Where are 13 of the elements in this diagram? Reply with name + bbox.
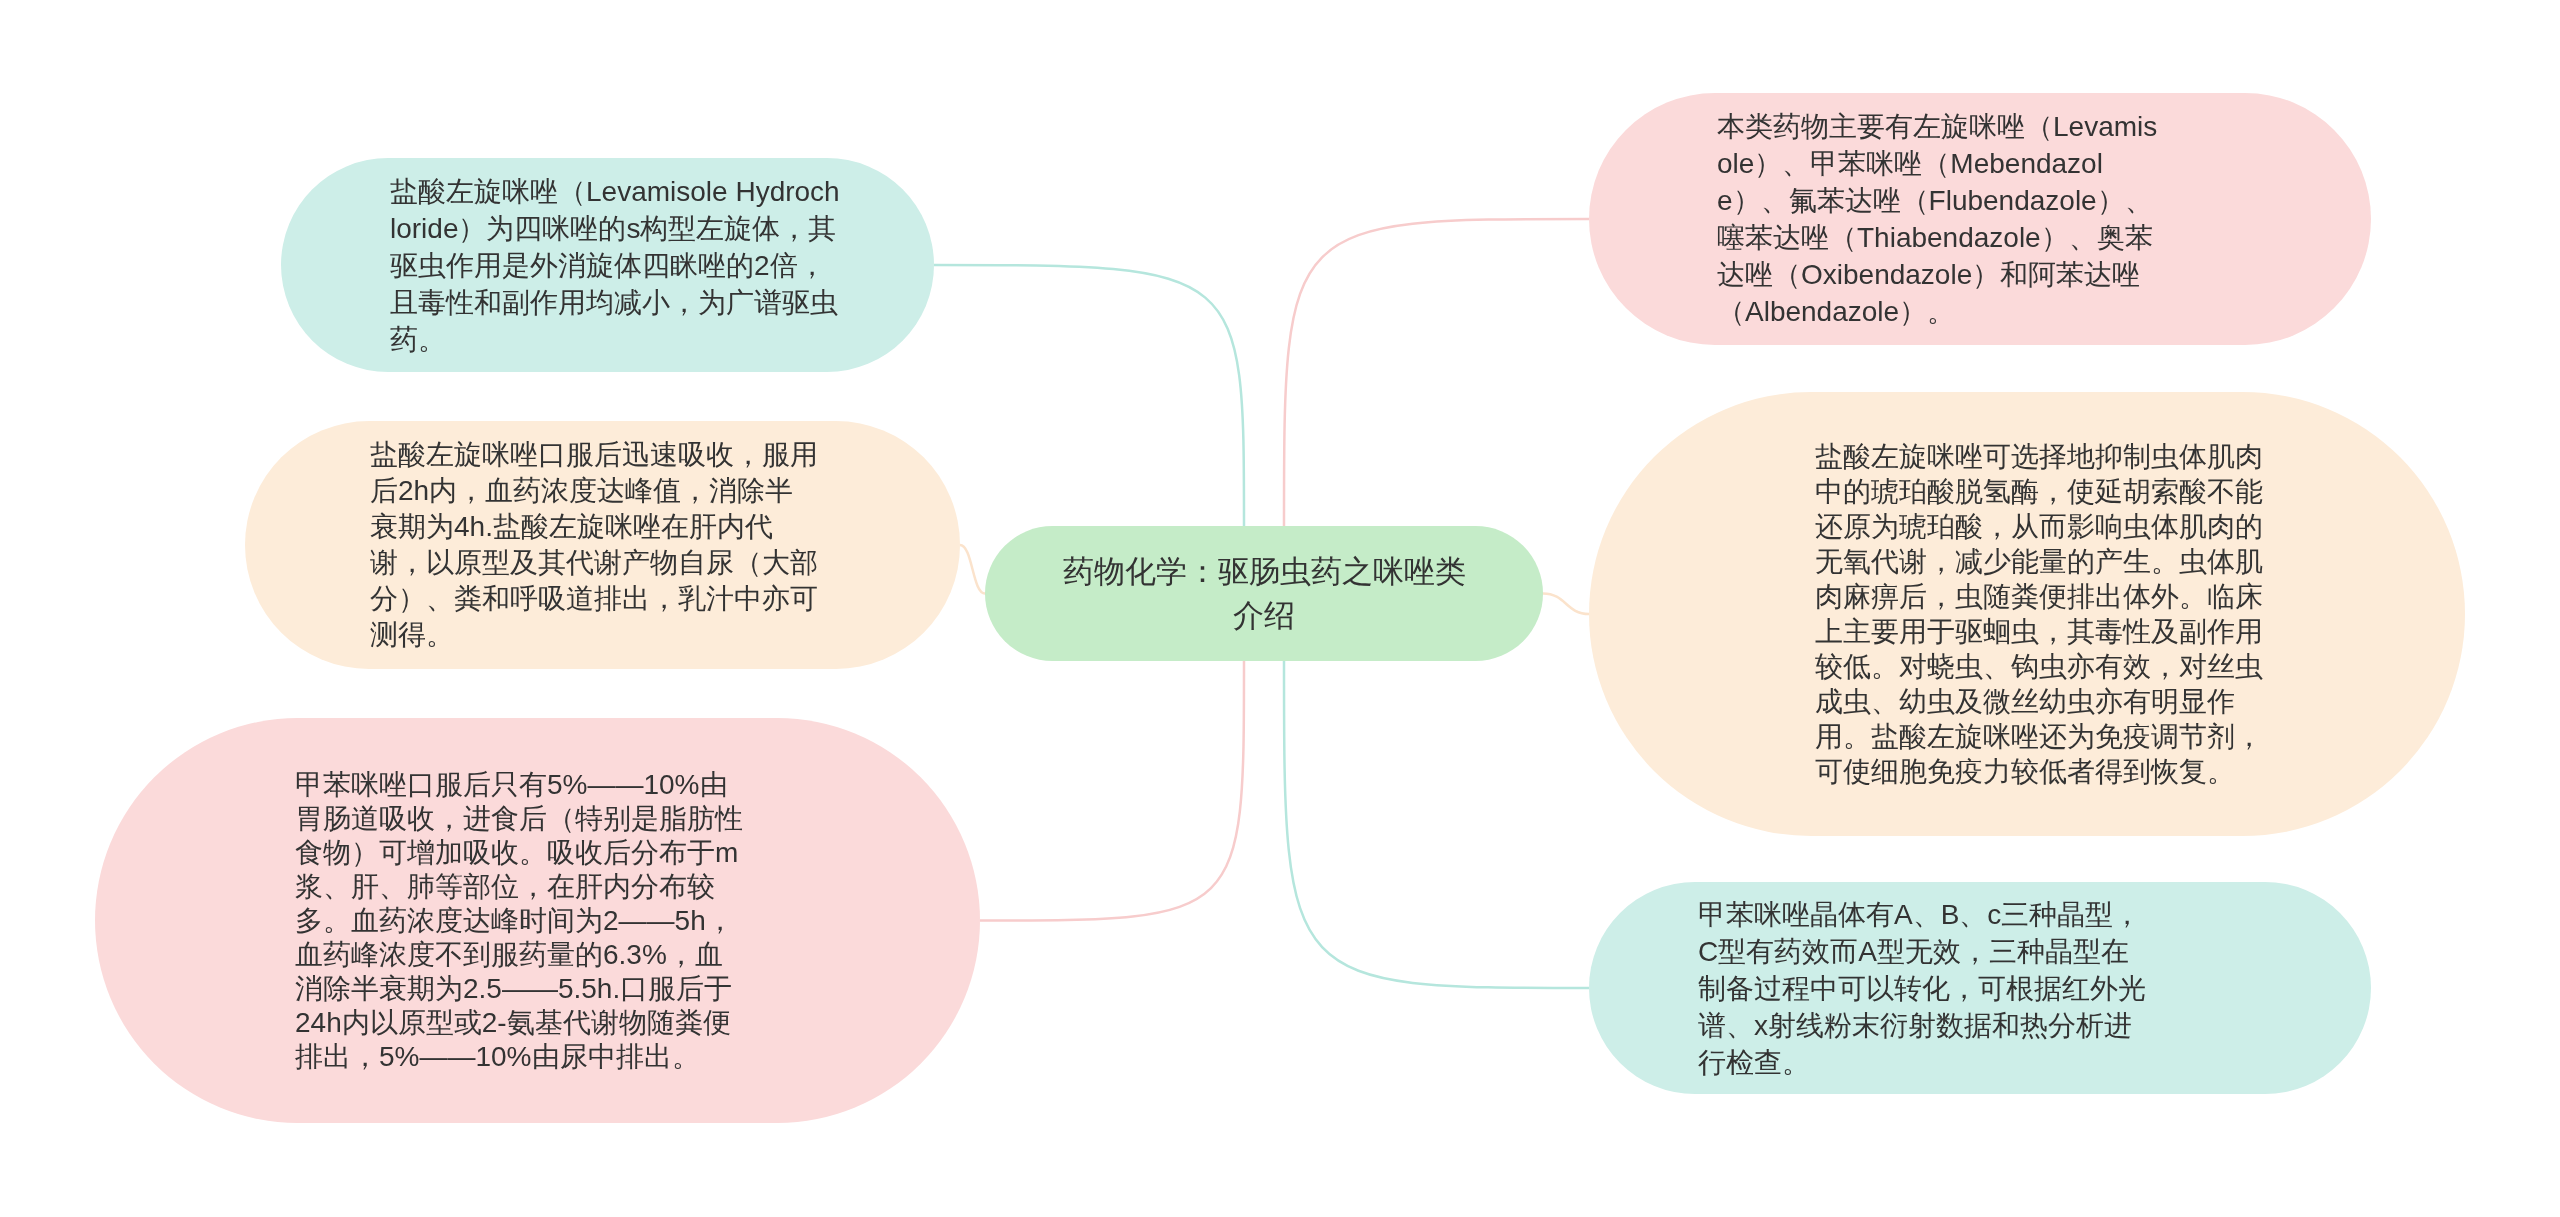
node-text: 药物化学：驱肠虫药之咪唑类介绍 (1061, 552, 1467, 635)
node-text: 甲苯咪唑口服后只有5%——10%由胃肠道吸收，进食后（特别是脂肪性食物）可增加吸收。吸收后分布于m浆、肝、肺等部位，在肝内分布较多。血药浓度达峰时间为2——5h，血药峰浓度不到服药量的6.3%，血消除半衰期为2.5——5.5h.口服后于24h内以原型或2-氨基代谢物随粪便排出，5%——10%由尿中排出。 (295, 767, 744, 1074)
node-text: 盐酸左旋咪唑口服后迅速吸收，服用后2h内，血药浓度达峰值，消除半衰期为4h.盐酸左旋咪唑在肝内代谢，以原型及其代谢产物自尿（大部分）、粪和呼吸道排出，乳汁中亦可测得。 (370, 438, 819, 652)
connector-line (1282, 217, 1589, 526)
connector-line (934, 263, 1246, 526)
connector-line (980, 661, 1246, 922)
connector-line (959, 543, 986, 595)
connector-line (1282, 661, 1589, 990)
node-text: 盐酸左旋咪唑可选择地抑制虫体肌肉中的琥珀酸脱氢酶，使延胡索酸不能还原为琥珀酸，从而影响虫体肌肉的无氧代谢，减少能量的产生。虫体肌肉麻痹后，虫随粪便排出体外。临床上主要用于驱蛔虫，其毒性及副作用较低。对蛲虫、钩虫亦有效，对丝虫成虫、幼虫及微丝幼虫亦有明显作用。盐酸左旋咪唑还为免疫调节剂，可使细胞免疫力较低者得到恢复。 (1815, 440, 2264, 789)
connector-line (1542, 592, 1590, 616)
node-text: 本类药物主要有左旋咪唑（Levamisole）、甲苯咪唑（Mebendazole）、氟苯达唑（Flubendazole）、噻苯达唑（Thiabendazole）、奥苯达唑（Oxibendazole）和阿苯达唑（Albendazole）。 (1717, 110, 2159, 329)
node-text: 甲苯咪唑晶体有A、B、c三种晶型，C型有药效而A型无效，三种晶型在制备过程中可以转化，可根据红外光谱、x射线粉末衍射数据和热分析进行检查。 (1698, 897, 2147, 1080)
node-text: 盐酸左旋咪唑（Levamisole Hydrochloride）为四咪唑的s构型左旋体，其驱虫作用是外消旋体四眯唑的2倍，且毒性和副作用均减小，为广谱驱虫药。 (390, 174, 840, 357)
